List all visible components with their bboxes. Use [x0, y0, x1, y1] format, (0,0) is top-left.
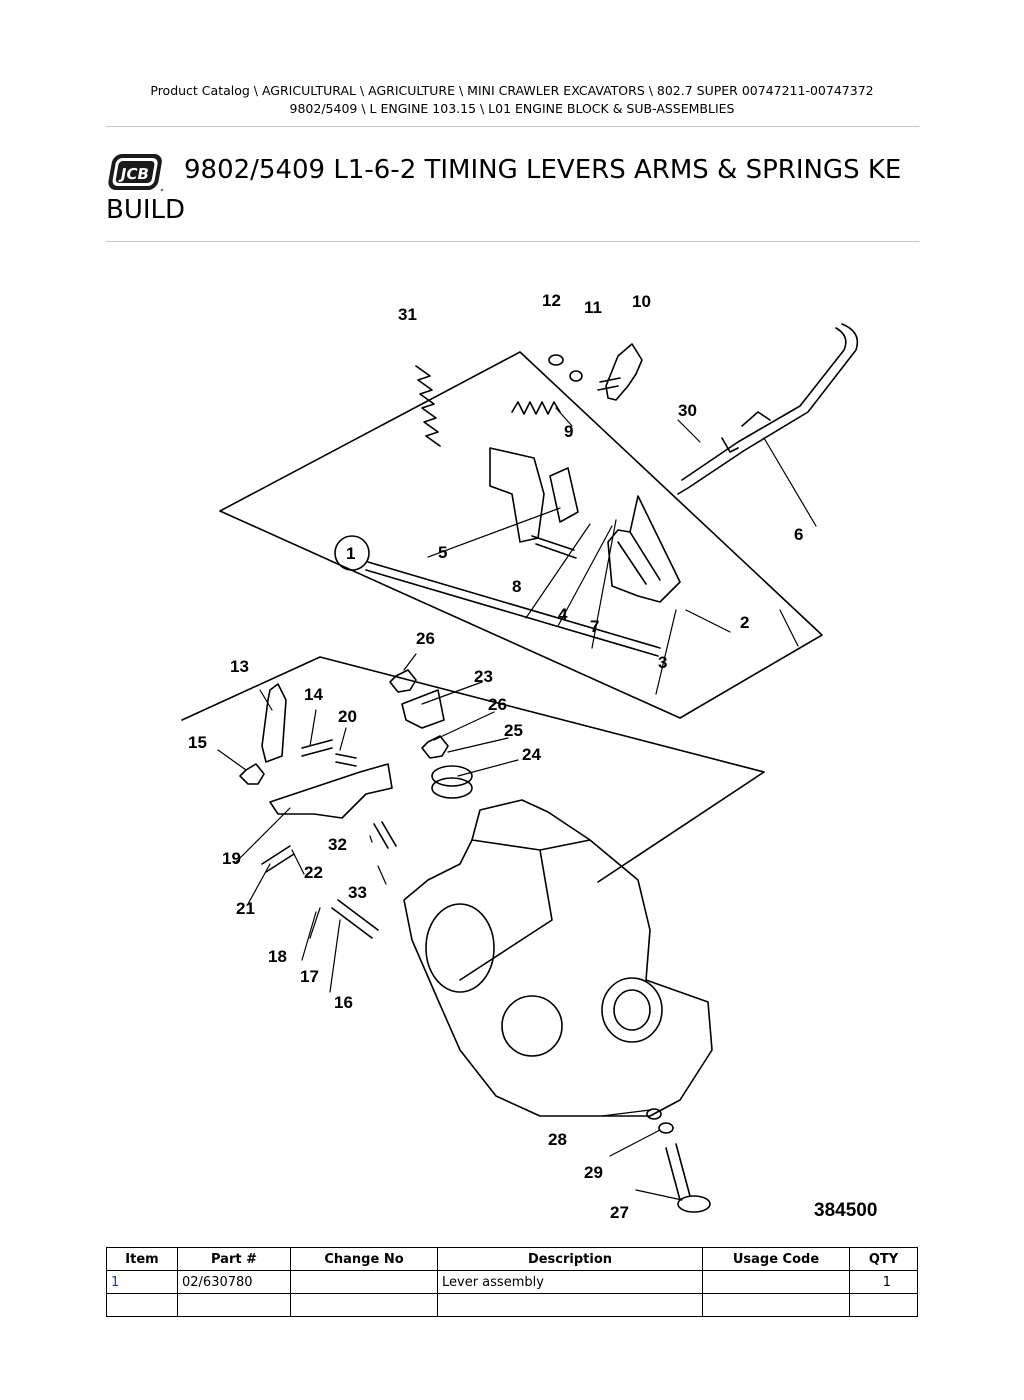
item-link[interactable]: 1 — [111, 1274, 120, 1290]
svg-text:17: 17 — [300, 967, 319, 986]
callout-circle-1 — [334, 535, 370, 571]
shaft-part — [365, 561, 661, 657]
row-part-number: 02/630780 — [177, 1270, 291, 1294]
svg-text:7: 7 — [590, 617, 599, 636]
header-change-no: Change No — [290, 1247, 438, 1271]
svg-text:8: 8 — [512, 577, 521, 596]
svg-text:33: 33 — [348, 883, 367, 902]
svg-text:5: 5 — [438, 543, 447, 562]
control-rod-part — [677, 323, 859, 495]
breadcrumb: Product Catalog \ AGRICULTURAL \ AGRICUL… — [0, 82, 1024, 118]
row-part-number — [177, 1293, 291, 1317]
svg-text:21: 21 — [236, 899, 255, 918]
svg-text:26: 26 — [488, 695, 507, 714]
svg-text:32: 32 — [328, 835, 347, 854]
row-usage-code — [702, 1270, 850, 1294]
svg-text:3: 3 — [658, 653, 667, 672]
svg-text:10: 10 — [632, 292, 651, 311]
svg-text:JCB: JCB — [118, 165, 150, 183]
jcb-logo-icon: JCB — [108, 154, 164, 192]
svg-text:4: 4 — [558, 605, 568, 624]
header-part: Part # — [177, 1247, 291, 1271]
svg-text:31: 31 — [398, 305, 417, 324]
lower-assembly-outline — [181, 656, 765, 883]
svg-text:16: 16 — [334, 993, 353, 1012]
header-description: Description — [437, 1247, 703, 1271]
exploded-parts-diagram: 1 2 3 4 5 6 7 8 9 10 11 12 13 14 15 16 1… — [181, 291, 859, 1222]
table-header-row: Item Part # Change No Description Usage … — [106, 1247, 918, 1271]
lower-arm-part — [269, 763, 393, 819]
title-divider — [106, 241, 919, 242]
row-change-no — [290, 1270, 438, 1294]
svg-text:18: 18 — [268, 947, 287, 966]
lever-plate-part — [261, 683, 287, 763]
table-row: 1 02/630780 Lever assembly 1 — [106, 1270, 918, 1294]
upper-assembly-outline — [219, 351, 823, 719]
svg-text:27: 27 — [610, 1203, 629, 1222]
breadcrumb-line-2[interactable]: 9802/5409 \ L ENGINE 103.15 \ L01 ENGINE… — [289, 101, 735, 116]
row-item[interactable]: 1 — [106, 1270, 178, 1294]
spring-part — [415, 365, 441, 447]
drawing-number: 384500 — [814, 1200, 878, 1221]
timing-lever-part — [605, 343, 643, 401]
svg-text:11: 11 — [584, 298, 602, 317]
svg-text:9: 9 — [564, 422, 573, 441]
svg-text:22: 22 — [304, 863, 323, 882]
svg-text:23: 23 — [474, 667, 493, 686]
row-qty: 1 — [849, 1270, 918, 1294]
table-row — [106, 1293, 918, 1317]
svg-text:1: 1 — [346, 544, 355, 563]
timing-cover-part — [403, 799, 713, 1117]
svg-text:26: 26 — [416, 629, 435, 648]
row-change-no — [290, 1293, 438, 1317]
svg-text:13: 13 — [230, 657, 249, 676]
svg-text:6: 6 — [794, 525, 803, 544]
support-bracket-part — [489, 447, 545, 543]
svg-text:28: 28 — [548, 1130, 567, 1149]
header-qty: QTY — [849, 1247, 918, 1271]
header-divider — [106, 126, 919, 127]
svg-text:2: 2 — [740, 613, 749, 632]
svg-text:20: 20 — [338, 707, 357, 726]
header-usage-code: Usage Code — [702, 1247, 850, 1271]
parts-table: Item Part # Change No Description Usage … — [106, 1247, 918, 1317]
svg-text:19: 19 — [222, 849, 241, 868]
svg-text:12: 12 — [542, 291, 561, 310]
page-title: 9802/5409 L1-6-2 TIMING LEVERS ARMS & SP… — [106, 155, 902, 225]
svg-text:24: 24 — [522, 745, 541, 764]
row-qty — [849, 1293, 918, 1317]
svg-text:30: 30 — [678, 401, 697, 420]
header-item: Item — [106, 1247, 178, 1271]
svg-text:25: 25 — [504, 721, 523, 740]
row-description: Lever assembly — [437, 1270, 703, 1294]
row-description — [437, 1293, 703, 1317]
row-item — [106, 1293, 178, 1317]
svg-text:14: 14 — [304, 685, 323, 704]
svg-text:29: 29 — [584, 1163, 603, 1182]
row-usage-code — [702, 1293, 850, 1317]
title-block: JCB 9802/5409 L1-6-2 TIMING LEVERS ARMS … — [106, 150, 918, 230]
lever-bracket-part — [607, 495, 681, 603]
breadcrumb-line-1[interactable]: Product Catalog \ AGRICULTURAL \ AGRICUL… — [150, 83, 874, 98]
svg-text:15: 15 — [188, 733, 207, 752]
